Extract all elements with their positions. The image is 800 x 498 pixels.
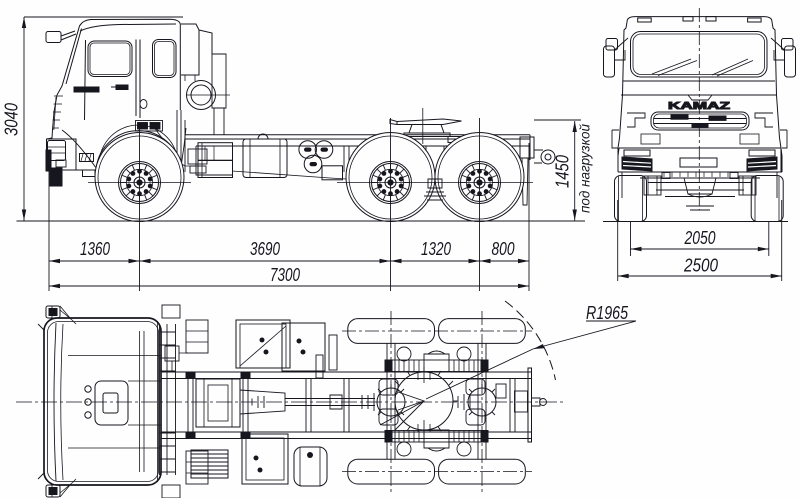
svg-text:3040: 3040 — [1, 102, 22, 136]
svg-text:1320: 1320 — [421, 238, 452, 259]
svg-text:3690: 3690 — [250, 238, 281, 259]
svg-text:7300: 7300 — [270, 264, 301, 285]
svg-text:1450: 1450 — [552, 154, 573, 188]
svg-text:1360: 1360 — [80, 238, 111, 259]
svg-text:800: 800 — [492, 238, 516, 259]
svg-text:под нагрузкой: под нагрузкой — [578, 124, 593, 213]
svg-text:2500: 2500 — [683, 255, 718, 276]
svg-text:R1965: R1965 — [586, 302, 629, 323]
svg-text:2050: 2050 — [684, 227, 716, 248]
